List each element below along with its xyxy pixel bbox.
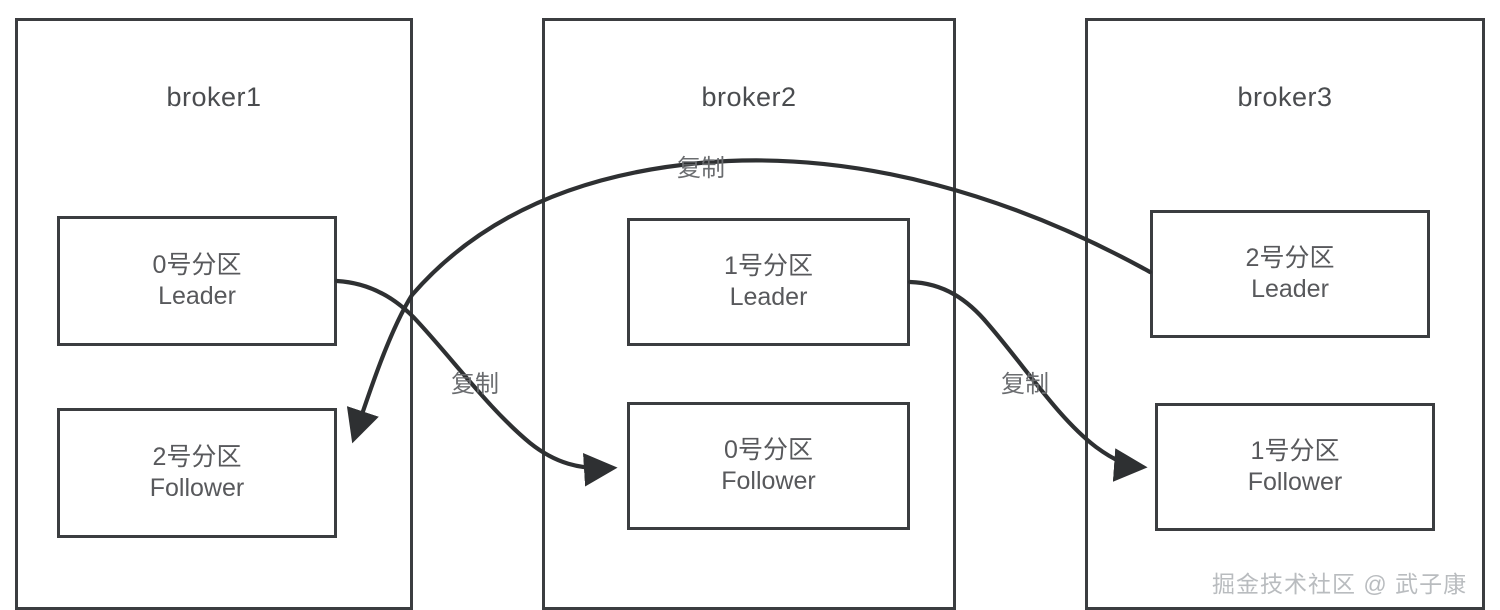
partition-line-1: 0号分区 [724, 435, 813, 464]
partition-line-2: Leader [158, 282, 236, 310]
partition-line-1: 2号分区 [152, 442, 242, 471]
broker-title-2: broker2 [701, 82, 797, 112]
partition-line-1: 1号分区 [724, 251, 813, 280]
partition-box-b3-p2[interactable]: 2号分区 Leader [1150, 210, 1430, 338]
edge-label-replicate-left: 复制 [451, 371, 499, 398]
edge-label-replicate-right: 复制 [1001, 371, 1049, 398]
edge-label-replicate-top: 复制 [677, 155, 725, 182]
partition-line-1: 0号分区 [152, 250, 242, 279]
partition-line-2: Leader [1251, 275, 1329, 303]
partition-box-b2-p1[interactable]: 1号分区 Leader [627, 218, 910, 346]
partition-line-1: 1号分区 [1250, 436, 1340, 465]
partition-box-b3-p1[interactable]: 1号分区 Follower [1155, 403, 1435, 531]
partition-line-2: Follower [1247, 468, 1343, 496]
watermark: 掘金技术社区 @ 武子康 [1212, 571, 1468, 597]
partition-box-b1-p0[interactable]: 0号分区 Leader [57, 216, 337, 346]
broker-title-1: broker1 [166, 82, 262, 112]
partition-box-b2-p0[interactable]: 0号分区 Follower [627, 402, 910, 530]
partition-line-2: Follower [149, 474, 245, 502]
partition-line-2: Leader [729, 283, 808, 311]
partition-line-2: Follower [721, 467, 816, 495]
partition-box-b1-p2[interactable]: 2号分区 Follower [57, 408, 337, 538]
broker-title-3: broker3 [1237, 82, 1333, 112]
partition-line-1: 2号分区 [1245, 243, 1335, 272]
